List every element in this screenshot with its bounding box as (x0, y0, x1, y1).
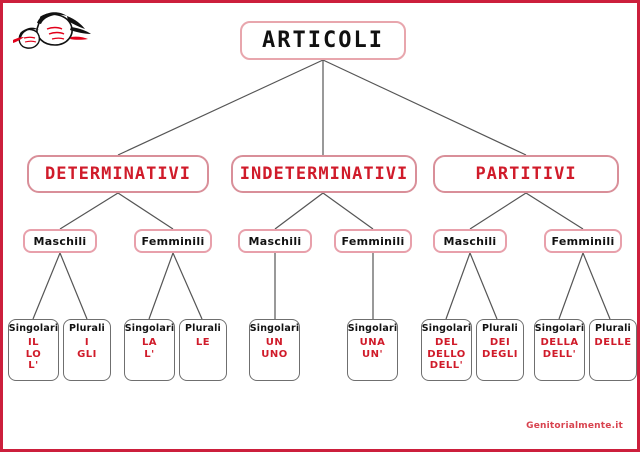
node-partitivi-maschili[interactable]: Maschili (433, 229, 507, 253)
article-item: I (84, 337, 90, 348)
leaf-par-femminili-plurali[interactable]: Plurali DELLE (589, 319, 637, 381)
genitorialmente-faces-logo (13, 12, 91, 49)
leaf-head: Plurali (185, 323, 221, 334)
node-partitivi-femminili-label: Femminili (551, 234, 615, 248)
node-determinativi-maschili[interactable]: Maschili (23, 229, 97, 253)
article-item: LO (25, 348, 42, 360)
article-item: UNO (261, 348, 288, 360)
leaf-head: Singolari (8, 323, 59, 334)
node-determinativi[interactable]: DETERMINATIVI (27, 155, 209, 193)
article-item: DELL' (542, 348, 577, 360)
article-item: DELLO (427, 348, 466, 360)
article-item: DEI (489, 337, 511, 348)
article-item: DEGLI (482, 348, 518, 360)
node-determinativi-femminili-label: Femminili (141, 234, 205, 248)
leaf-articles: LE (196, 337, 210, 349)
leaf-head: Singolari (249, 323, 300, 334)
leaf-head: Singolari (534, 323, 585, 334)
node-partitivi-maschili-label: Maschili (443, 234, 497, 248)
article-item: L' (144, 348, 155, 360)
leaf-det-femminili-plurali[interactable]: Plurali LE (179, 319, 227, 381)
article-item: DELL' (429, 360, 464, 371)
connector-lines (32, 59, 611, 320)
node-articoli[interactable]: ARTICOLI (240, 21, 406, 60)
node-determinativi-femminili[interactable]: Femminili (134, 229, 212, 253)
node-partitivi[interactable]: PARTITIVI (433, 155, 619, 193)
leaf-head: Plurali (482, 323, 518, 334)
article-item: DELLA (540, 337, 579, 348)
article-item: UN' (361, 348, 384, 360)
article-item: LE (195, 337, 211, 348)
article-item: L' (28, 360, 39, 371)
leaf-head: Singolari (421, 323, 472, 334)
site-watermark: Genitorialmente.it (526, 421, 623, 431)
article-item: UNA (359, 337, 386, 348)
leaf-head: Singolari (124, 323, 175, 334)
node-partitivi-femminili[interactable]: Femminili (544, 229, 622, 253)
leaf-articles: DELLE (594, 337, 631, 349)
node-indeterminativi-femminili-label: Femminili (341, 234, 405, 248)
leaf-head: Plurali (69, 323, 105, 334)
article-item: LA (141, 337, 158, 348)
node-determinativi-label: DETERMINATIVI (44, 164, 192, 184)
node-partitivi-label: PARTITIVI (475, 164, 577, 184)
leaf-head: Plurali (595, 323, 631, 334)
article-item: DELLE (594, 337, 632, 348)
node-determinativi-maschili-label: Maschili (33, 234, 87, 248)
node-indeterminativi[interactable]: INDETERMINATIVI (231, 155, 417, 193)
article-item: UN (265, 337, 284, 348)
article-item: DEL (434, 337, 458, 348)
article-item: GLI (77, 348, 97, 360)
leaf-head: Singolari (347, 323, 398, 334)
article-item: IL (27, 337, 40, 348)
node-indeterminativi-maschili-label: Maschili (248, 234, 302, 248)
node-indeterminativi-femminili[interactable]: Femminili (334, 229, 412, 253)
node-indeterminativi-maschili[interactable]: Maschili (238, 229, 312, 253)
node-indeterminativi-label: INDETERMINATIVI (239, 164, 409, 184)
node-articoli-label: ARTICOLI (262, 28, 384, 53)
